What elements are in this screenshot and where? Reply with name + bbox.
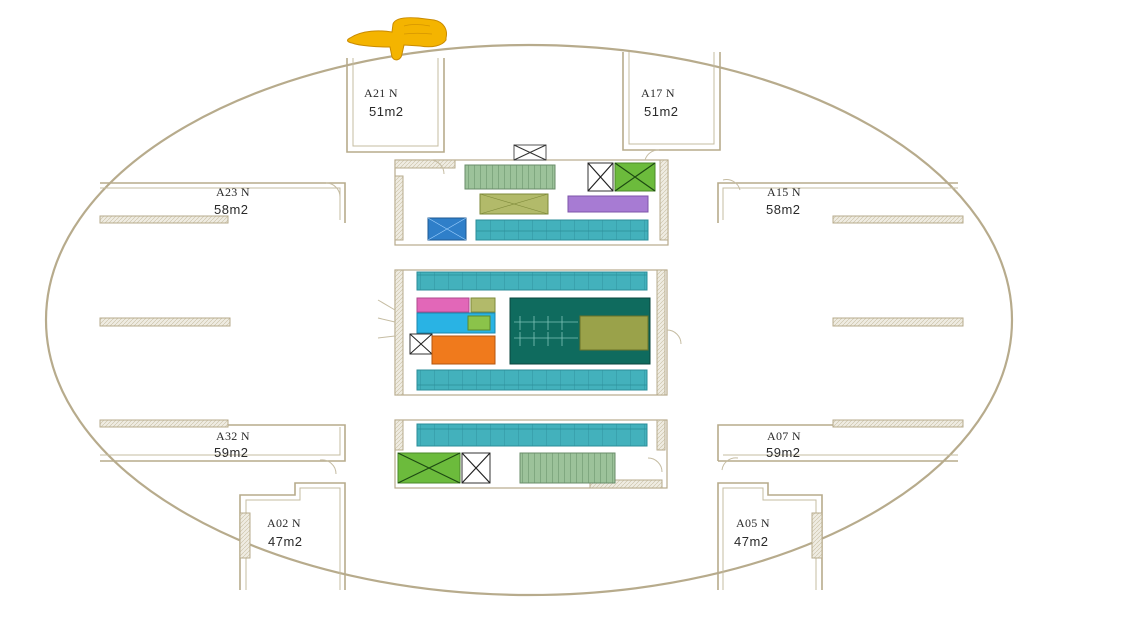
unit-code: A17 N — [641, 86, 675, 100]
unit-area: 58m2 — [214, 202, 249, 217]
unit-a32[interactable]: A32 N 59m2 — [99, 419, 346, 475]
unit-area: 51m2 — [644, 104, 679, 119]
core-middle — [377, 269, 682, 396]
unit-code: A32 N — [216, 429, 250, 443]
unit-a21[interactable]: A21 N 51m2 — [346, 58, 445, 153]
unit-code: A07 N — [767, 429, 801, 443]
unit-code: A23 N — [216, 185, 250, 199]
unit-area: 59m2 — [766, 445, 801, 460]
unit-code: A02 N — [267, 516, 301, 530]
unit-a02[interactable]: A02 N 47m2 — [239, 482, 346, 590]
core-lower — [394, 419, 668, 489]
unit-area: 51m2 — [369, 104, 404, 119]
unit-area: 47m2 — [268, 534, 303, 549]
unit-code: A15 N — [767, 185, 801, 199]
unit-a17[interactable]: A17 N 51m2 — [622, 52, 721, 151]
unit-code: A05 N — [736, 516, 770, 530]
unit-area: 47m2 — [734, 534, 769, 549]
unit-area: 59m2 — [214, 445, 249, 460]
core-upper — [394, 144, 669, 246]
unit-a07[interactable]: A07 N 59m2 — [717, 419, 964, 471]
unit-a23[interactable]: A23 N 58m2 — [99, 182, 346, 224]
pointing-hand-icon — [347, 17, 447, 61]
unit-area: 58m2 — [766, 202, 801, 217]
left-partition — [99, 317, 231, 327]
unit-a15[interactable]: A15 N 58m2 — [717, 179, 964, 224]
unit-code: A21 N — [364, 86, 398, 100]
right-partition — [832, 317, 964, 327]
unit-a05[interactable]: A05 N 47m2 — [717, 482, 823, 590]
